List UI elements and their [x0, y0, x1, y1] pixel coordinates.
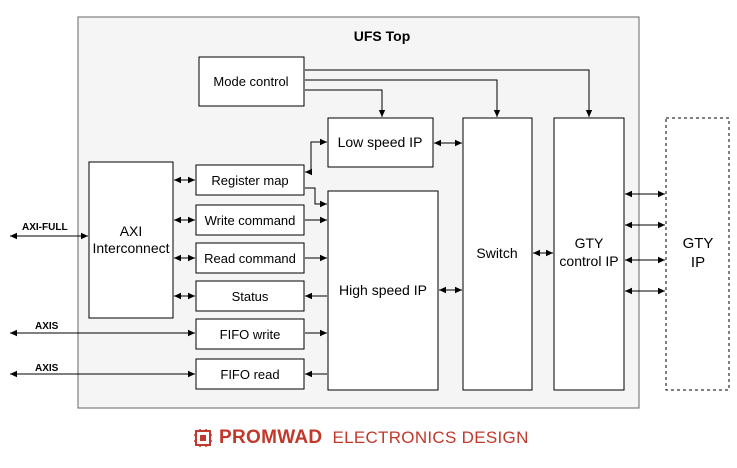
axi-interconnect-label-line1: AXI [120, 223, 143, 239]
high-speed-ip-label: High speed IP [339, 282, 427, 298]
gty-ip-label-line1: GTY [683, 235, 714, 252]
axi-interconnect-block: AXI Interconnect [88, 161, 174, 319]
axis-out-port-label: AXIS [35, 363, 59, 374]
mode-lowspeed-link [305, 89, 386, 117]
switch-label: Switch [476, 245, 517, 261]
connectors [10, 69, 665, 378]
status-label: Status [232, 289, 269, 304]
mode-switch-link [305, 79, 501, 117]
brand-name: PROMWAD [219, 427, 323, 448]
axi-interconnect-label-line2: Interconnect [92, 240, 169, 256]
fifo-read-block: FIFO read [195, 358, 305, 390]
gty-control-label-line2: control IP [559, 253, 618, 269]
low-speed-ip-label: Low speed IP [338, 134, 423, 150]
status-block: Status [195, 280, 305, 312]
axis-in-port-label: AXIS [35, 321, 59, 332]
mode-control-block: Mode control [198, 56, 305, 107]
brand-tagline: ELECTRONICS DESIGN [332, 428, 529, 447]
fifo-write-label: FIFO write [220, 327, 281, 342]
switch-block: Switch [462, 117, 533, 391]
gty-ip-label-line2: IP [691, 254, 705, 271]
gty-ip-block: GTY IP [665, 117, 730, 391]
axi-full-port-label: AXI-FULL [22, 222, 68, 233]
regmap-highspeed-link [305, 187, 327, 208]
ufs-top-title: UFS Top [354, 28, 411, 44]
read-command-label: Read command [204, 251, 296, 266]
mode-gtyctrl-link [305, 69, 593, 117]
promwad-footer: PROMWAD ELECTRONICS DESIGN [193, 425, 529, 451]
gty-control-label-line1: GTY [575, 235, 604, 251]
high-speed-ip-block: High speed IP [327, 190, 439, 391]
fifo-read-label: FIFO read [220, 367, 279, 382]
gty-control-ip-block: GTY control IP [553, 117, 625, 391]
write-command-block: Write command [195, 204, 305, 236]
register-map-block: Register map [195, 164, 305, 196]
fifo-write-block: FIFO write [195, 318, 305, 350]
mode-control-label: Mode control [213, 74, 288, 89]
read-command-block: Read command [195, 242, 305, 274]
ufs-block-diagram: UFS Top Mode control AXI Interconnect Re… [10, 16, 730, 409]
chip-logo-icon [194, 429, 212, 447]
regmap-lowspeed-link [305, 138, 327, 176]
write-command-label: Write command [205, 213, 296, 228]
low-speed-ip-block: Low speed IP [327, 117, 434, 168]
register-map-label: Register map [211, 173, 288, 188]
